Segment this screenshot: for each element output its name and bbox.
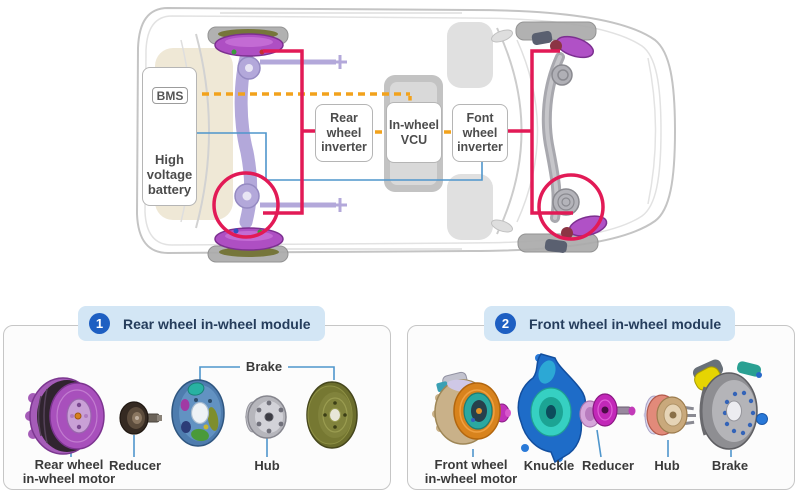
front-module-panel: Front wheel in-wheel motor Knuckle Reduc… <box>407 325 795 490</box>
front-axle-assembly <box>531 30 608 253</box>
bms-label: BMS <box>156 88 184 103</box>
front-module-parts-illustration <box>432 353 768 464</box>
rear-reducer-art <box>119 401 162 435</box>
rear-brake-drum-art <box>306 381 358 449</box>
rear-motor-art <box>25 377 105 455</box>
in-wheel-vcu-label: In-wheel VCU <box>388 118 439 147</box>
side-mirrors <box>491 29 513 233</box>
front-brake-art <box>692 359 768 450</box>
front-knuckle-label: Knuckle <box>523 458 575 473</box>
rear-wheel-inverter-box: Rear wheel inverter <box>315 104 373 162</box>
front-knuckle-art <box>517 353 587 464</box>
rear-wheel-inverter-label: Rear wheel inverter <box>321 111 367 155</box>
front-reducer-label: Reducer <box>581 458 635 473</box>
front-wheel-inverter-label: Font wheel inverter <box>457 111 503 155</box>
rear-hub-art <box>245 395 287 439</box>
rear-module-badge: 1 Rear wheel in-wheel module <box>78 306 325 341</box>
rear-brake-plate-art <box>171 379 225 447</box>
front-hub-label: Hub <box>654 458 680 473</box>
front-module-title: Front wheel in-wheel module <box>529 315 722 332</box>
rear-hub-label: Hub <box>254 458 280 473</box>
front-reducer-art <box>579 393 636 428</box>
power-signal-lines <box>190 49 605 241</box>
rear-module-title: Rear wheel in-wheel module <box>123 315 311 332</box>
rear-panel-leader-lines <box>70 366 335 457</box>
front-panel-leader-lines <box>472 429 732 458</box>
bms-box: BMS <box>152 87 188 104</box>
front-module-badge: 2 Front wheel in-wheel module <box>484 306 736 341</box>
front-motor-art <box>432 371 511 445</box>
rear-module-number-badge: 1 <box>89 313 110 334</box>
front-module-number-badge: 2 <box>495 313 516 334</box>
rear-module-highlight <box>212 49 316 239</box>
rear-module-parts-illustration <box>25 366 358 457</box>
front-hub-art <box>643 394 696 436</box>
rear-brake-label: Brake <box>245 359 283 374</box>
rear-motor-label: Rear wheel in-wheel motor <box>22 457 116 487</box>
in-wheel-vcu-box: In-wheel VCU <box>386 102 442 163</box>
front-module-highlight <box>508 49 605 241</box>
rear-module-panel: Brake Rear wheel in-wheel motor Reducer … <box>3 325 391 490</box>
front-brake-label: Brake <box>711 458 749 473</box>
high-voltage-battery-label: High voltage battery <box>146 152 193 198</box>
rear-reducer-label: Reducer <box>108 458 162 473</box>
front-motor-label: Front wheel in-wheel motor <box>424 457 518 487</box>
front-wheel-inverter-box: Font wheel inverter <box>452 104 508 162</box>
